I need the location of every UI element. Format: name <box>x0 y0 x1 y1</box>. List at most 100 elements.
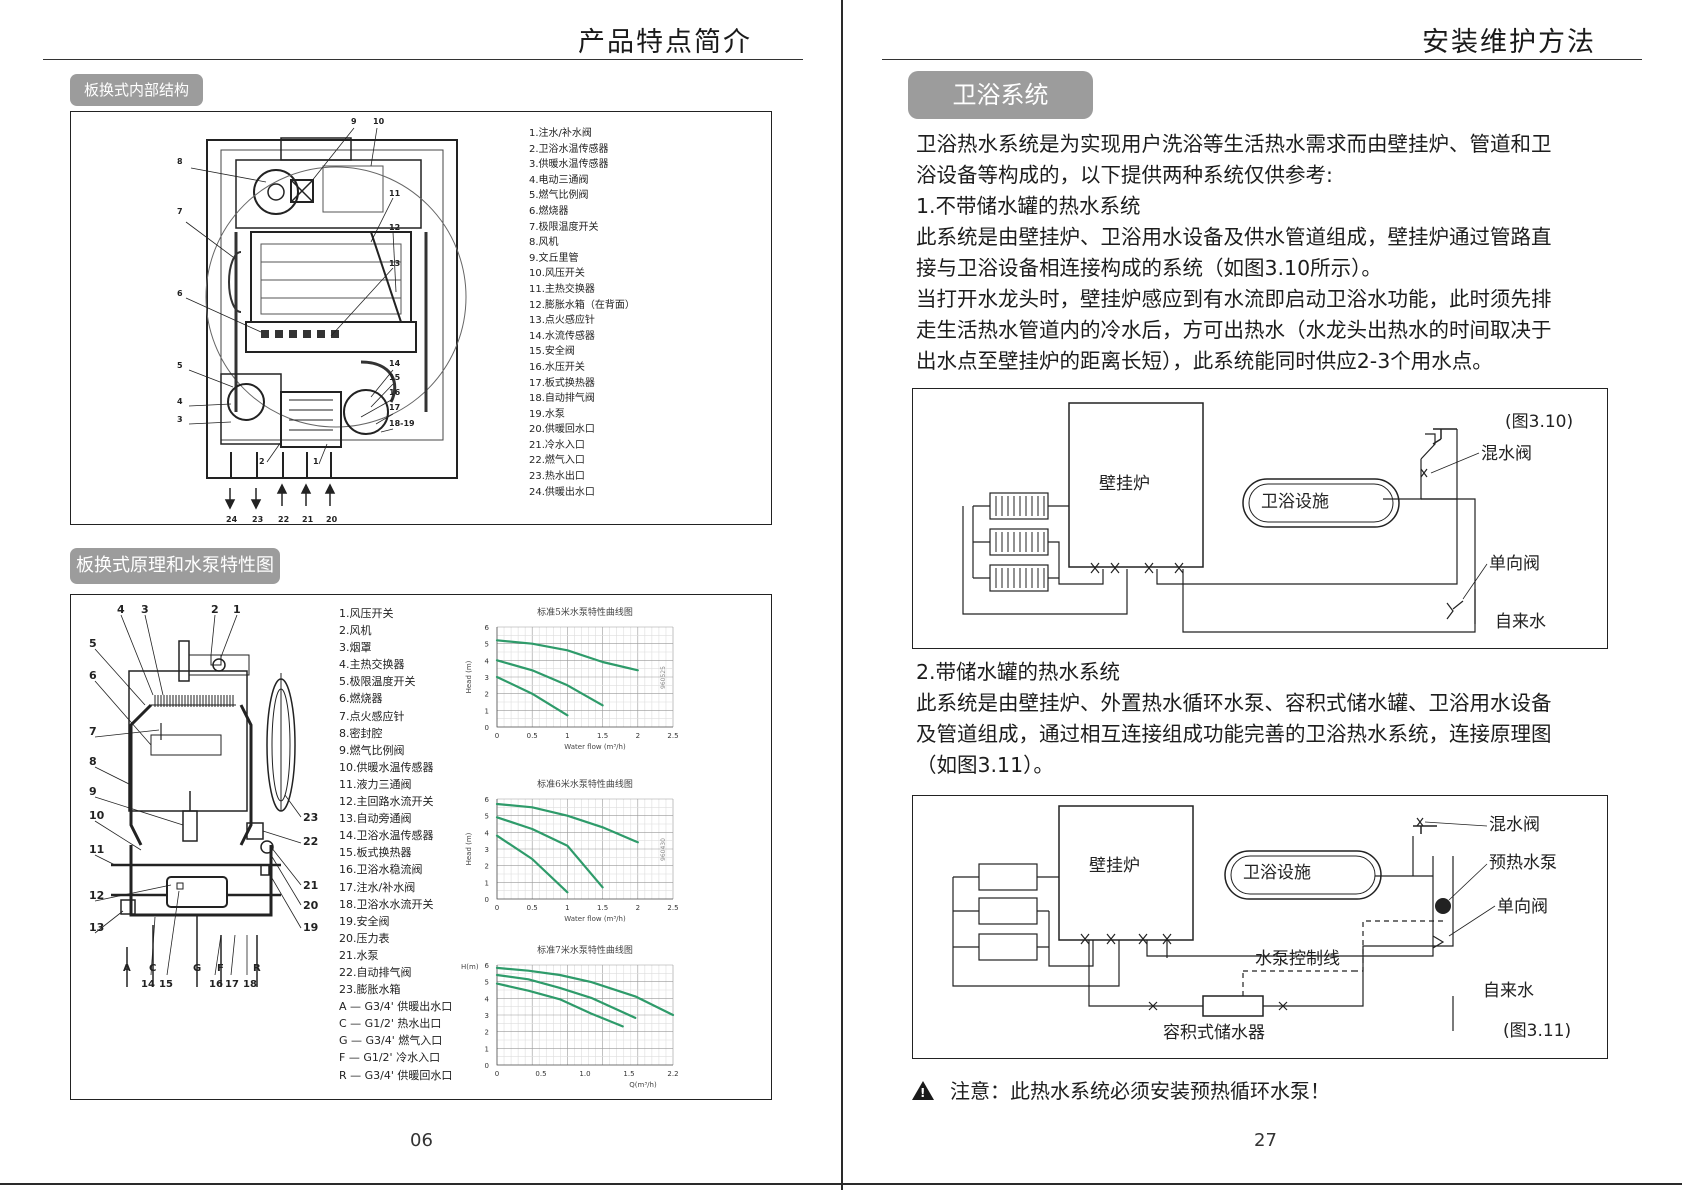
legend-item: 12.膨胀水箱（在背面） <box>529 299 635 311</box>
paragraph-line: 接与卫浴设备相连接构成的系统（如图3.10所示）。 <box>916 256 1382 280</box>
legend-item: 17.注水/补水阀 <box>339 880 416 894</box>
pump-curve-series-2 <box>495 816 604 889</box>
callout-number: 4 <box>177 397 183 406</box>
callout-letter: 18 <box>243 979 257 990</box>
section-label-principle: 板换式原理和水泵特性图 <box>70 548 280 584</box>
x-tick-label: 0 <box>495 732 499 740</box>
fig311-boiler-label: 壁挂炉 <box>1089 856 1140 876</box>
bottom-rule <box>0 1183 1682 1185</box>
callout-number: 7 <box>177 207 183 216</box>
pump-curve-series-3 <box>495 982 624 1028</box>
x-tick-label: 0 <box>495 904 499 912</box>
callout-number: 22 <box>303 835 318 848</box>
legend-item: R — G3/4' 供暖回水口 <box>339 1068 453 1082</box>
callout-number: 5 <box>177 361 183 370</box>
callout-number: 10 <box>89 809 105 822</box>
port-number: 24 <box>226 515 238 524</box>
callout-number: 11 <box>89 843 104 856</box>
callout-number: 1 <box>313 457 319 466</box>
x-tick-label: 2.5 <box>667 732 678 740</box>
callout-number: 3 <box>141 603 149 616</box>
right-page: 安装维护方法 卫浴系统 卫浴热水系统是为实现用户洗浴等生活热水需求而由壁挂炉、管… <box>842 0 1682 1190</box>
legend-item: 7.极限温度开关 <box>529 221 599 233</box>
legend-item: 13.自动旁通阀 <box>339 812 412 826</box>
legend-item: 19.安全阀 <box>339 914 390 928</box>
y-tick-label: 5 <box>485 641 489 649</box>
fig311-tank-label: 容积式储水器 <box>1163 1023 1265 1043</box>
legend-item: 9.燃气比例阀 <box>339 743 405 757</box>
pump-curve-series-3 <box>495 834 569 894</box>
title-rule <box>43 59 803 60</box>
callout-number: 13 <box>89 921 104 934</box>
pump-curve-series-2 <box>495 659 604 707</box>
callout-number: 15 <box>389 373 401 382</box>
y-axis-label: Head (m) <box>465 660 473 693</box>
figure-3-10-diagram: 壁挂炉 卫浴设施 <box>962 402 1573 633</box>
legend-item: 17.板式换热器 <box>529 377 595 389</box>
chart-title: 标准6米水泵特性曲线图 <box>537 778 633 790</box>
fig311-check-valve-label: 单向阀 <box>1497 897 1548 917</box>
tank-system-paragraph: 2.带储水罐的热水系统此系统是由壁挂炉、外置热水循环水泵、容积式储水罐、卫浴用水… <box>916 657 1636 781</box>
y-tick-label: 6 <box>485 624 490 632</box>
y-tick-label: 2 <box>485 1029 489 1037</box>
legend-item: 5.燃气比例阀 <box>529 190 589 202</box>
legend-item: 21.冷水入口 <box>529 439 585 451</box>
legend-item: 19.水泵 <box>529 408 565 420</box>
legend-item: 3.烟罩 <box>339 641 372 655</box>
legend-item: 6.燃烧器 <box>339 692 383 706</box>
callout-number: 2 <box>211 603 219 616</box>
legend-item: 15.板式换热器 <box>339 846 412 860</box>
legend-item: 2.卫浴水温传感器 <box>529 143 609 155</box>
y-tick-label: 3 <box>485 846 489 854</box>
y-tick-label: 6 <box>485 796 490 804</box>
y-tick-label: 4 <box>485 829 490 837</box>
legend-item: 9.文丘里管 <box>529 252 579 264</box>
callout-letter: C <box>149 963 156 974</box>
section-label-bath-system: 卫浴系统 <box>908 71 1093 119</box>
callout-number: 4 <box>117 603 125 616</box>
legend-item: 18.自动排气阀 <box>529 393 595 405</box>
fig310-caption: (图3.10) <box>1505 412 1573 432</box>
callout-number: 6 <box>177 289 183 298</box>
pump-curve-series-3 <box>495 675 569 717</box>
x-tick-label: 1.5 <box>597 904 608 912</box>
legend-item: 10.风压开关 <box>529 268 585 280</box>
callout-number: 1 <box>233 603 241 616</box>
fig311-caption: (图3.11) <box>1503 1021 1571 1041</box>
y-axis-label: H(m) <box>461 963 479 971</box>
paragraph-line: 出水点至壁挂炉的距离长短），此系统能同时供应2-3个用水点。 <box>916 349 1493 373</box>
legend-item: 4.电动三通阀 <box>529 174 589 186</box>
legend-item: 23.热水出口 <box>529 471 585 483</box>
legend-item: 8.风机 <box>529 237 559 249</box>
fig310-tap-water-label: 自来水 <box>1495 612 1546 632</box>
legend-item: 12.主回路水流开关 <box>339 795 434 809</box>
legend-item: 5.极限温度开关 <box>339 675 416 689</box>
legend-item: 4.主热交换器 <box>339 658 405 672</box>
callout-number: 23 <box>303 811 318 824</box>
callout-number: 13 <box>389 259 400 268</box>
legend-item: 20.供暖回水口 <box>529 424 595 436</box>
legend-item: 7.点火感应针 <box>339 709 405 723</box>
paragraph-line: 走生活热水管道内的冷水后，方可出热水（水龙头出热水的时间取决于 <box>916 318 1552 342</box>
y-tick-label: 3 <box>485 674 489 682</box>
fig311-bath-label: 卫浴设施 <box>1243 863 1311 883</box>
callout-number: 9 <box>89 785 97 798</box>
chart-title: 标准7米水泵特性曲线图 <box>537 944 633 956</box>
callout-number: 12 <box>389 223 400 232</box>
fig310-check-valve-label: 单向阀 <box>1489 554 1540 574</box>
x-axis-label: Water flow (m³/h) <box>564 743 626 751</box>
callout-letter: F <box>217 963 224 974</box>
y-tick-label: 4 <box>485 995 490 1003</box>
port-number: 21 <box>302 515 314 524</box>
callout-number: 17 <box>389 403 400 412</box>
legend-item: 2.风机 <box>339 624 372 638</box>
callout-letter: R <box>253 963 261 974</box>
legend-item: 8.密封腔 <box>339 726 383 740</box>
legend-item: A — G3/4' 供暖出水口 <box>339 1000 453 1014</box>
y-axis-label: Head (m) <box>465 832 473 865</box>
y-tick-label: 4 <box>485 657 490 665</box>
